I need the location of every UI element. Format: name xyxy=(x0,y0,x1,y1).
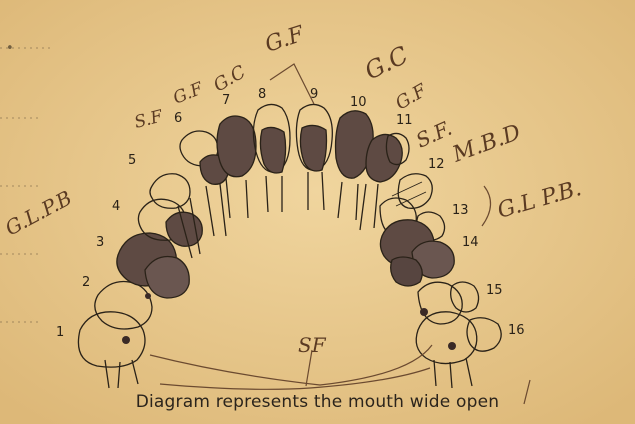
corner-mark: • xyxy=(6,41,14,56)
tooth-number-16: 16 xyxy=(508,323,525,338)
tooth-number-2: 2 xyxy=(82,275,90,290)
tooth-number-4: 4 xyxy=(112,199,120,214)
tooth-number-1: 1 xyxy=(56,325,64,340)
tooth-number-5: 5 xyxy=(128,153,136,168)
tooth-number-7: 7 xyxy=(222,93,230,108)
tooth-number-8: 8 xyxy=(258,87,266,102)
tooth-number-6: 6 xyxy=(174,111,182,126)
tooth-number-15: 15 xyxy=(486,283,503,298)
tooth-number-11: 11 xyxy=(396,113,413,128)
annotation-sf-center: SF xyxy=(298,333,327,357)
diagram-caption: Diagram represents the mouth wide open xyxy=(0,392,635,412)
tooth-number-14: 14 xyxy=(462,235,479,250)
tooth-number-3: 3 xyxy=(96,235,104,250)
tooth-number-10: 10 xyxy=(350,95,367,110)
tooth-number-12: 12 xyxy=(428,157,445,172)
tooth-number-13: 13 xyxy=(452,203,469,218)
